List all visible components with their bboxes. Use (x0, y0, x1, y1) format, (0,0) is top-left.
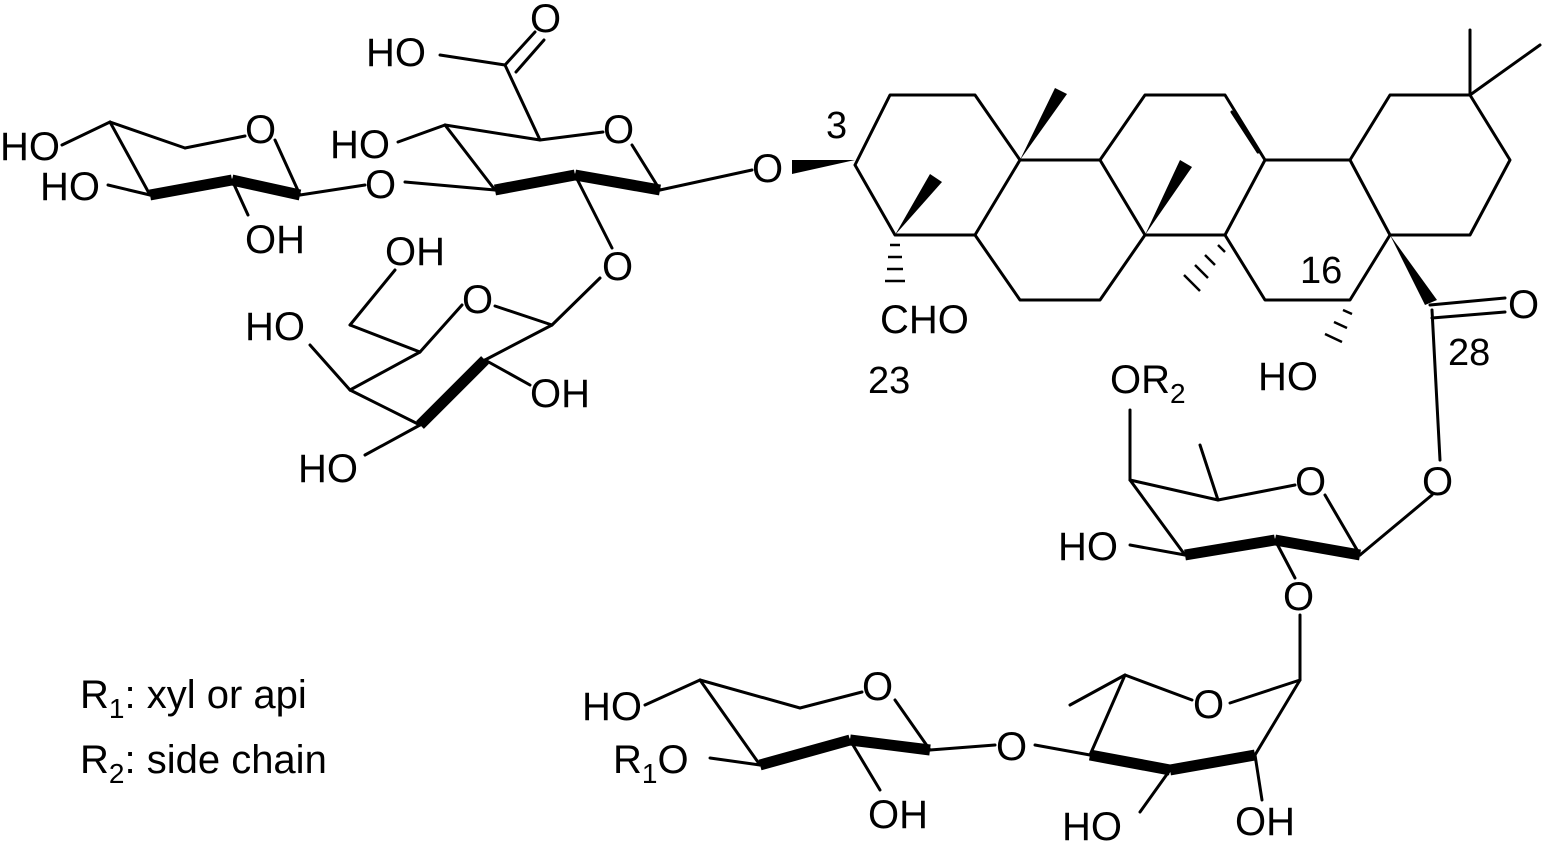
legend-r2: R2: side chain (80, 738, 327, 789)
subscript: 2 (1170, 378, 1186, 409)
atom-label: O (530, 0, 561, 41)
atom-label: R1O (613, 738, 689, 789)
hashed-bond-c14-methyl (1183, 244, 1226, 292)
hashed-bond-c23 (885, 243, 905, 283)
atom-label: HO (330, 123, 390, 167)
legend-text: : xyl or api (124, 673, 306, 717)
atom-label: HO (1058, 525, 1118, 569)
xylose-bottom-ring (643, 678, 997, 792)
atom-label: O (603, 108, 634, 152)
atom-label: O (365, 163, 396, 207)
atom-label: HO (0, 125, 60, 169)
galactose-ring (308, 268, 602, 457)
xylose-top-ring (60, 120, 367, 217)
locant-28: 28 (1448, 332, 1490, 374)
atom-label: O (462, 278, 493, 322)
atom-label: OH (245, 218, 305, 262)
atom-label: O (1193, 683, 1224, 727)
atom-r1: R (613, 738, 642, 782)
atom-label: CHO (880, 298, 969, 342)
atom-label: OH (530, 372, 590, 416)
rhamnose-ring (1033, 613, 1302, 814)
atom-label: O (602, 245, 633, 289)
atom-label: O (752, 147, 783, 191)
hashed-bond-c16-oh (1324, 308, 1353, 344)
atom-label: HO (1258, 355, 1318, 399)
atom-o: O (657, 738, 688, 782)
atom-label: O (1283, 575, 1314, 619)
atom-label: O (996, 725, 1027, 769)
subscript: 1 (109, 693, 125, 724)
atom-label: O (245, 108, 276, 152)
atom-label: HO (366, 31, 426, 75)
atom-label: HO (245, 305, 305, 349)
subscript: 1 (642, 758, 658, 789)
atom-label: HO (582, 685, 642, 729)
atom-label: OH (868, 793, 928, 837)
legend-r1: R1: xyl or api (80, 673, 307, 724)
atom-label: O (1422, 460, 1453, 504)
atom-label: HO (1062, 805, 1122, 844)
locant-3: 3 (826, 105, 847, 147)
atom-label: HO (40, 165, 100, 209)
legend-text: : side chain (124, 738, 326, 782)
atom-label: O (1508, 283, 1539, 327)
legend-symbol: R (80, 738, 109, 782)
atom-label: OR2 (1110, 358, 1186, 409)
subscript: 2 (109, 758, 125, 789)
atom-label: OH (385, 230, 445, 274)
fucose-ring (1128, 408, 1434, 580)
atom-label: O (862, 665, 893, 709)
atom-label: O (1295, 460, 1326, 504)
triterpene-core (792, 28, 1542, 462)
glucuronic-acid-ring (396, 30, 754, 250)
legend-symbol: R (80, 673, 109, 717)
atom-label: OH (1235, 800, 1295, 844)
atom-or2: OR (1110, 358, 1170, 402)
locant-23: 23 (868, 360, 910, 402)
atom-label: HO (298, 447, 358, 491)
locant-16: 16 (1300, 250, 1342, 292)
legend: R1: xyl or api R2: side chain (80, 673, 327, 789)
